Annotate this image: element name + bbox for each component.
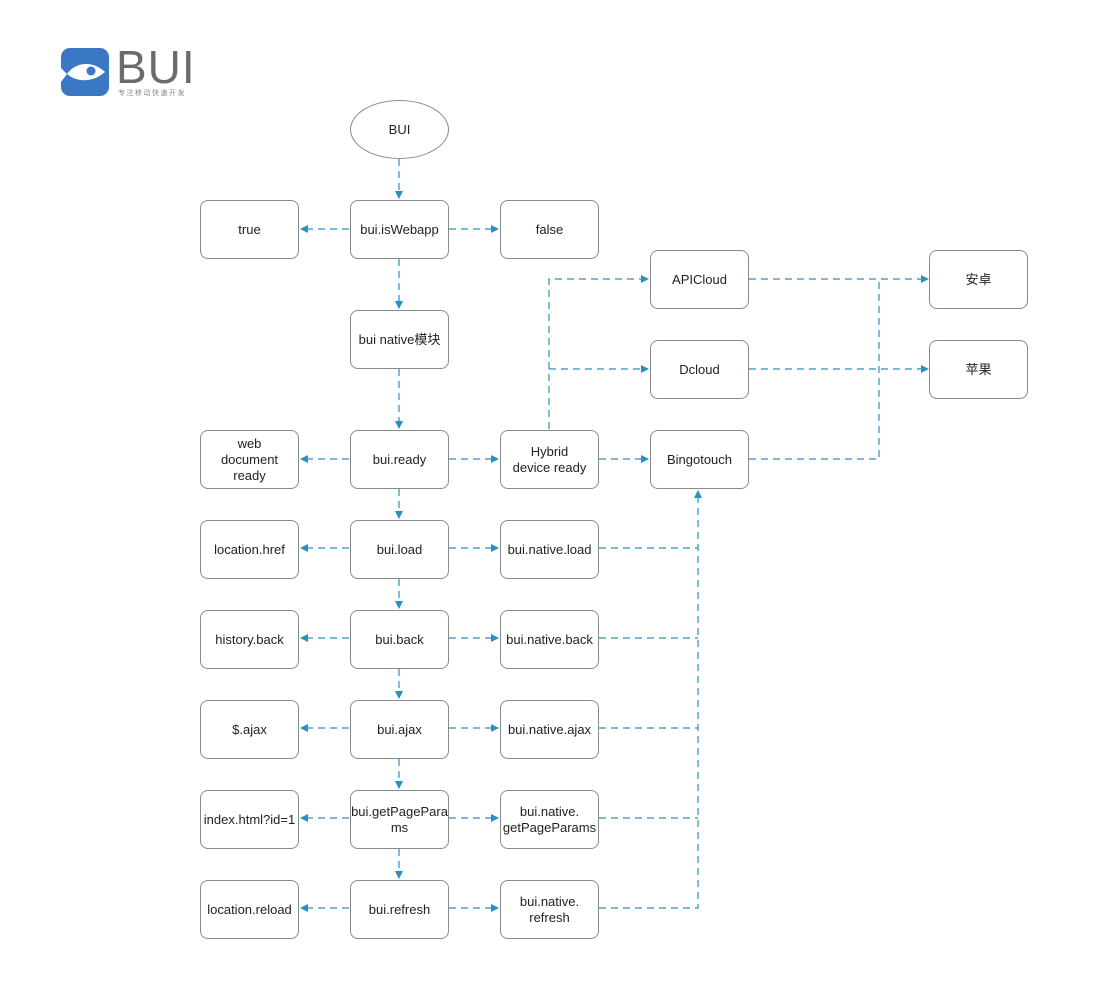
- fish-icon: [61, 63, 105, 82]
- node-ready: bui.ready: [350, 430, 449, 489]
- logo-wordmark: BUI: [116, 41, 196, 93]
- logo-fish-icon: [61, 48, 109, 96]
- node-native-load: bui.native.load: [500, 520, 599, 579]
- node-location-href: location.href: [200, 520, 299, 579]
- node-native-ajax: bui.native.ajax: [500, 700, 599, 759]
- node-bingotouch: Bingotouch: [650, 430, 749, 489]
- node-index-html: index.html?id=1: [200, 790, 299, 849]
- node-android: 安卓: [929, 250, 1028, 309]
- node-apple: 苹果: [929, 340, 1028, 399]
- node-false: false: [500, 200, 599, 259]
- node-load: bui.load: [350, 520, 449, 579]
- node-native-module: bui native模块: [350, 310, 449, 369]
- node-web-ready: web document ready: [200, 430, 299, 489]
- node-back: bui.back: [350, 610, 449, 669]
- node-ajax: bui.ajax: [350, 700, 449, 759]
- node-refresh: bui.refresh: [350, 880, 449, 939]
- node-hybrid-ready: Hybrid device ready: [500, 430, 599, 489]
- logo-tagline: 专注移动快速开发: [118, 89, 186, 97]
- node-dcloud: Dcloud: [650, 340, 749, 399]
- edge-native-methods-bingotouch: [599, 490, 702, 909]
- node-is-webapp: bui.isWebapp: [350, 200, 449, 259]
- edge-hybrid-apicloud: [548, 275, 649, 429]
- node-location-reload: location.reload: [200, 880, 299, 939]
- node-native-back: bui.native.back: [500, 610, 599, 669]
- node-apicloud: APICloud: [650, 250, 749, 309]
- node-get-page-params: bui.getPagePara ms: [350, 790, 449, 849]
- node-native-get-page-params: bui.native. getPageParams: [500, 790, 599, 849]
- node-history-back: history.back: [200, 610, 299, 669]
- node-bui-start: BUI: [350, 100, 449, 159]
- node-jquery-ajax: $.ajax: [200, 700, 299, 759]
- node-native-refresh: bui.native. refresh: [500, 880, 599, 939]
- node-true: true: [200, 200, 299, 259]
